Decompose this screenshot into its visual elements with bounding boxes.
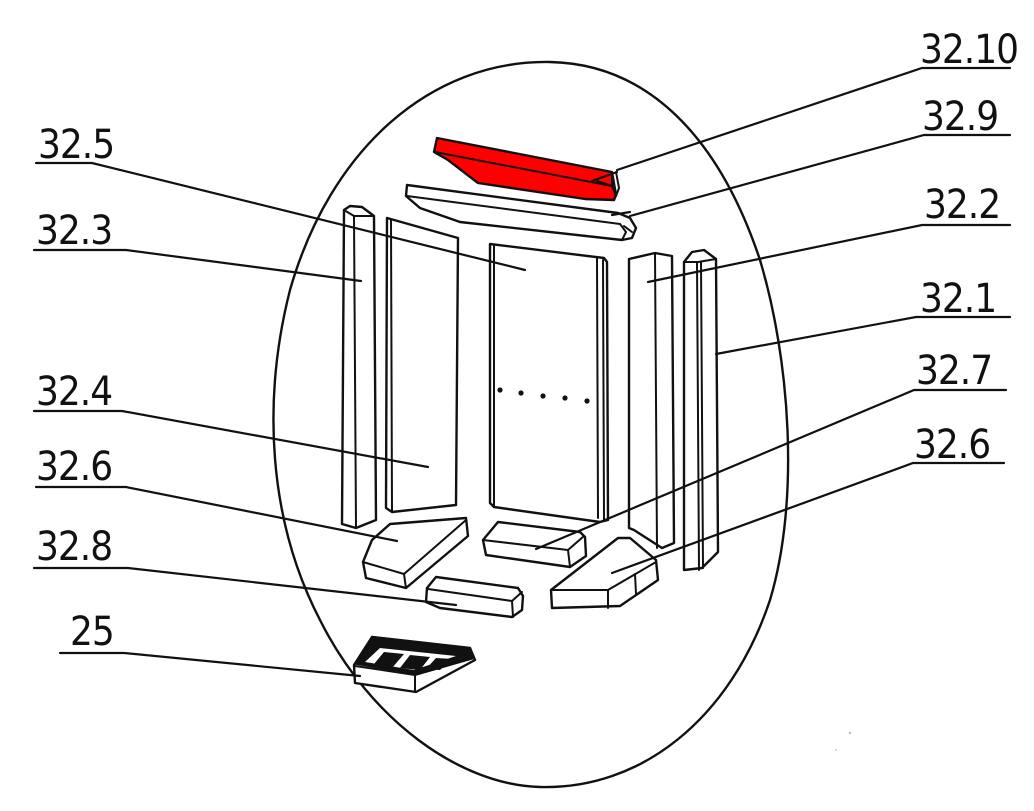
label-text-32-10: 32.10 [920, 27, 1018, 73]
label-32-5: 32.5 [34, 122, 527, 272]
label-text-32-3: 32.3 [36, 208, 112, 254]
part-32-2[interactable] [627, 251, 676, 550]
label-text-32-1: 32.1 [920, 276, 996, 322]
label-32-8: 32.8 [32, 524, 458, 607]
label-text-32-7: 32.7 [916, 348, 992, 394]
label-text-32-6-left: 32.6 [36, 444, 112, 490]
label-text-32-2: 32.2 [924, 182, 1000, 228]
detail-outline-ellipse [272, 60, 790, 789]
part-32-4[interactable] [384, 216, 460, 514]
label-32-6-left: 32.6 [34, 444, 399, 543]
label-text-32-4: 32.4 [36, 369, 112, 415]
part-25-ash-pan[interactable] [352, 635, 477, 694]
label-32-9: 32.9 [610, 94, 1012, 218]
label-32-1: 32.1 [714, 276, 1012, 356]
label-32-6-right: 32.6 [610, 422, 1006, 575]
part-32-1[interactable] [682, 248, 720, 572]
part-32-7[interactable] [481, 520, 588, 569]
label-32-10: 32.10 [590, 27, 1019, 183]
label-25: 25 [58, 609, 362, 678]
part-32-6-left[interactable] [361, 516, 470, 590]
label-text-32-8: 32.8 [36, 524, 112, 570]
speck [848, 731, 852, 735]
label-32-7: 32.7 [534, 348, 1008, 551]
speck [835, 749, 837, 751]
label-text-32-6-right: 32.6 [914, 422, 990, 468]
label-32-2: 32.2 [646, 182, 1012, 284]
part-32-3[interactable] [340, 204, 378, 530]
part-32-5[interactable] [488, 242, 610, 524]
label-text-25: 25 [70, 609, 114, 655]
part-32-8[interactable] [424, 575, 525, 619]
label-32-3: 32.3 [32, 208, 363, 283]
label-text-32-5: 32.5 [38, 122, 114, 168]
part-32-6-right[interactable] [549, 536, 660, 610]
label-32-4: 32.4 [32, 369, 430, 469]
part-32-10-highlighted[interactable] [432, 136, 620, 202]
label-text-32-9: 32.9 [922, 94, 998, 140]
part-32-9[interactable] [404, 183, 638, 242]
